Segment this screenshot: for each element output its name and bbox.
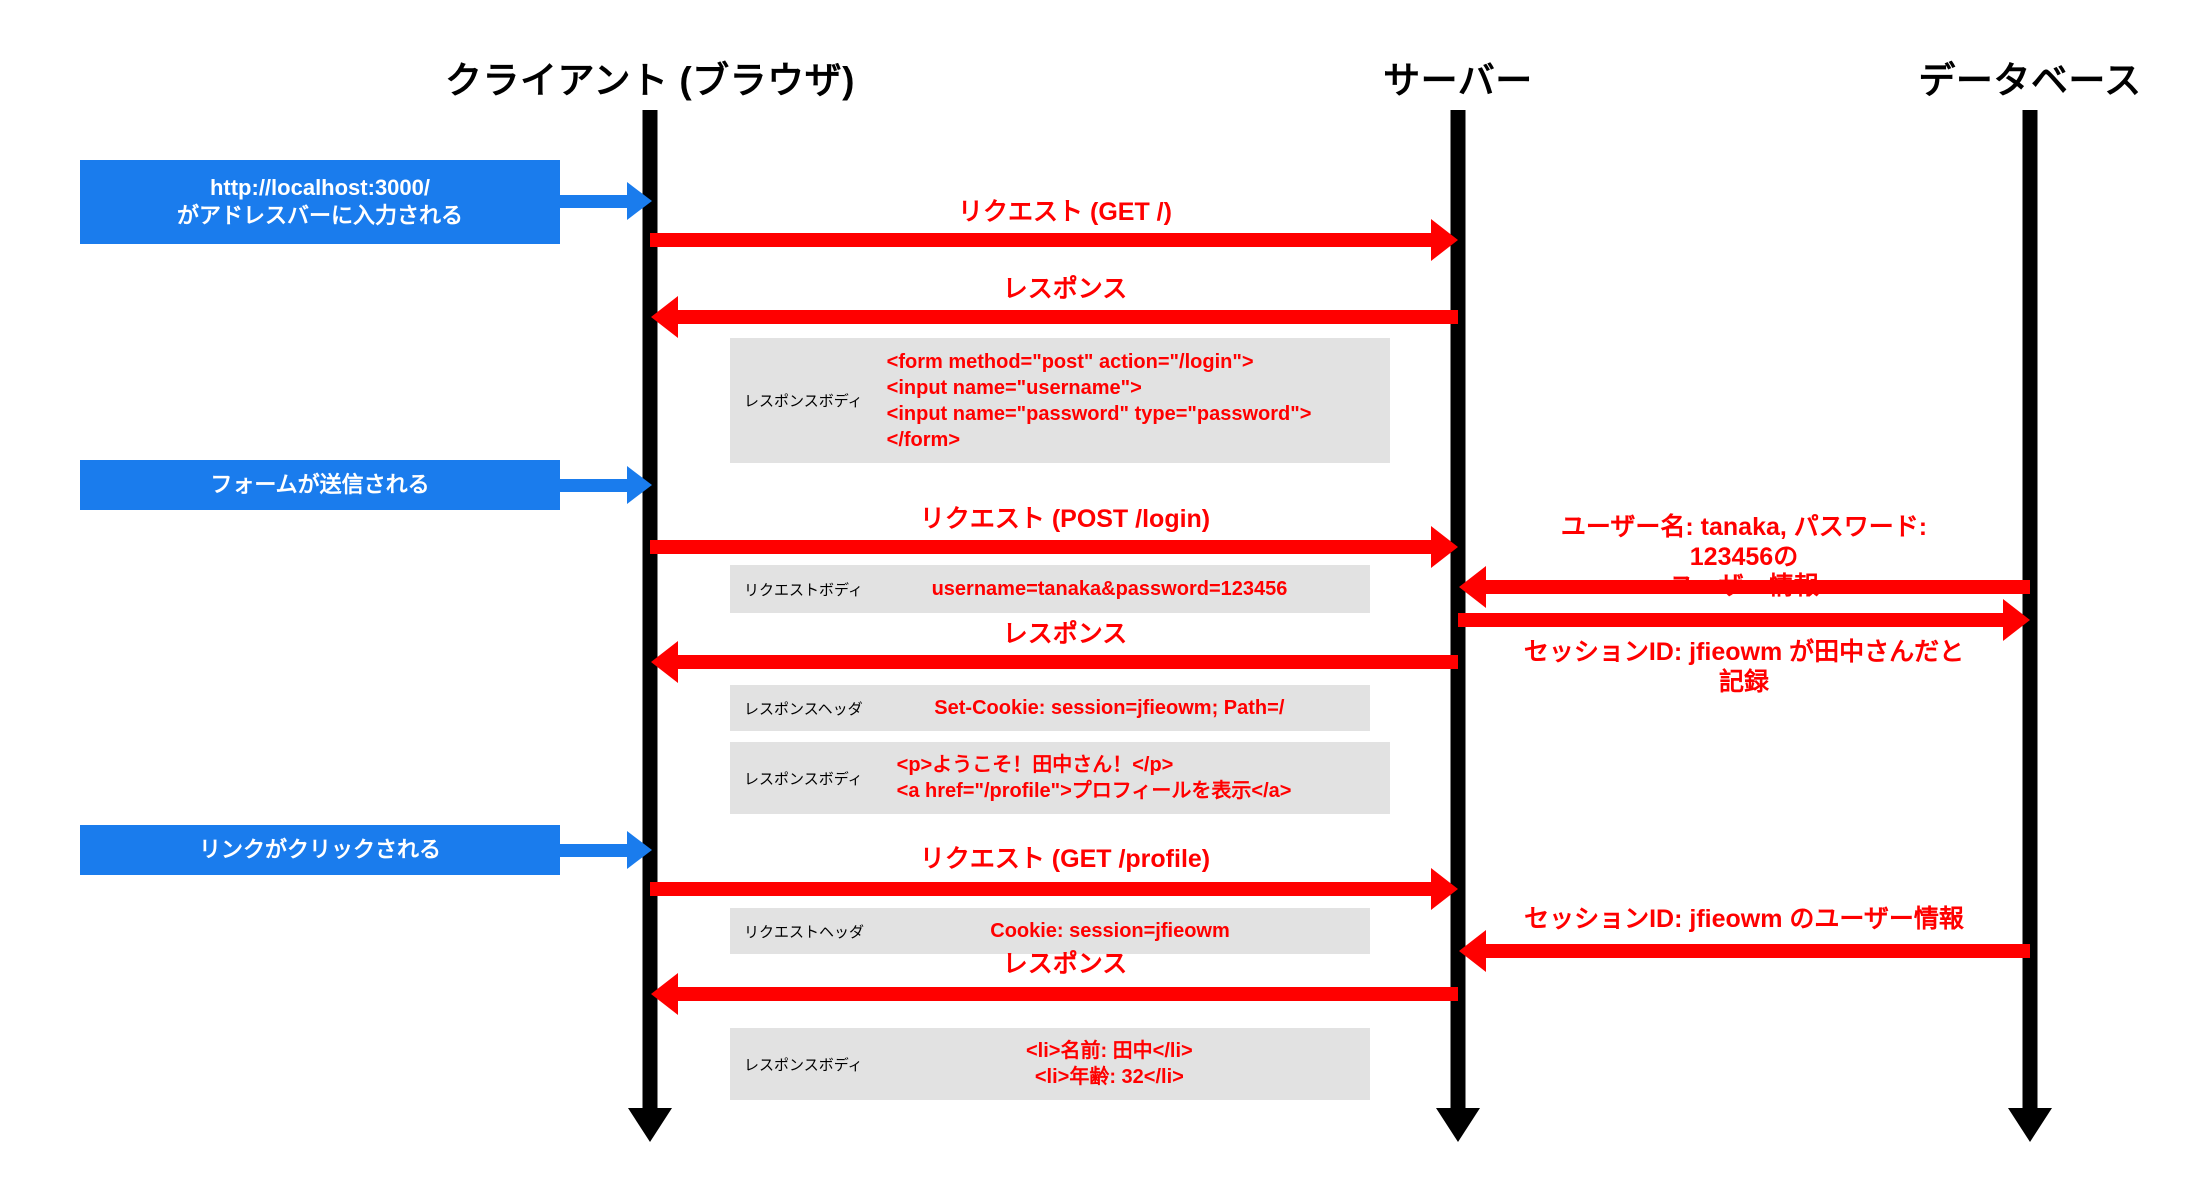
note-form-submit: フォームが送信される: [80, 460, 560, 510]
lifeline-client: [642, 110, 658, 1120]
participant-title-server: サーバー: [1383, 60, 1533, 101]
note-form-submit-arrow-shaft: [560, 479, 635, 492]
note-link-clicked-label: リンクがクリックされる: [198, 836, 441, 862]
block-request-header-cookie-code: Cookie: session=jfieowm: [990, 920, 1230, 942]
block-response-header-setcookie: レスポンスヘッダ Set-Cookie: session=jfieowm; Pa…: [730, 685, 1370, 731]
msg-db-session-save-shaft: [1458, 613, 2006, 627]
msg-response-1-label: レスポンス: [1002, 275, 1128, 303]
msg-get-root-shaft: [650, 233, 1436, 247]
block-request-body-login-tag: リクエストボディ: [744, 581, 863, 599]
block-request-header-cookie-tag: リクエストヘッダ: [744, 923, 865, 941]
msg-db-session-save-label: セッションID: jfieowm が田中さんだと記録: [1523, 638, 1965, 696]
note-url-entered: http://localhost:3000/ がアドレスバーに入力される: [80, 160, 560, 244]
note-url-entered-arrow-shaft: [560, 195, 635, 208]
msg-response-1-arrow-head: [651, 296, 678, 338]
note-url-entered-label: http://localhost:3000/ がアドレスバーに入力される: [176, 174, 463, 228]
block-request-header-cookie: リクエストヘッダ Cookie: session=jfieowm: [730, 908, 1370, 954]
block-response-body-welcome-tag: レスポンスボディ: [744, 770, 863, 788]
lifeline-database: [2022, 110, 2038, 1120]
block-response-body-form: レスポンスボディ <form method="post" action="/lo…: [730, 338, 1390, 463]
block-response-body-form-tag: レスポンスボディ: [744, 393, 863, 410]
participant-title-client: クライアント (ブラウザ): [445, 60, 855, 101]
block-response-body-form-code: <form method="post" action="/login"> <in…: [886, 350, 1312, 451]
block-response-body-welcome: レスポンスボディ <p>ようこそ！田中さん！</p> <a href="/pro…: [730, 742, 1390, 814]
note-form-submit-label: フォームが送信される: [210, 471, 430, 497]
block-request-body-login: リクエストボディ username=tanaka&password=123456: [730, 565, 1370, 613]
lifeline-end-arrow-server: [1436, 1108, 1480, 1142]
msg-post-login-label: リクエスト (POST /login): [919, 505, 1211, 533]
msg-db-session-save-arrow-head: [2003, 599, 2030, 641]
block-response-body-profile-code: <li>名前: 田中</li> <li>年齢: 32</li>: [1025, 1040, 1193, 1088]
msg-get-root-label: リクエスト (GET /): [958, 198, 1172, 226]
block-response-body-welcome-code: <p>ようこそ！田中さん！</p> <a href="/profile">プロフ…: [896, 754, 1292, 802]
block-response-body-profile: レスポンスボディ <li>名前: 田中</li> <li>年齢: 32</li>: [730, 1028, 1370, 1100]
msg-post-login-shaft: [650, 540, 1436, 554]
msg-get-root-arrow-head: [1431, 219, 1458, 261]
msg-response-2-shaft: [678, 655, 1458, 669]
note-link-clicked: リンクがクリックされる: [80, 825, 560, 875]
block-request-body-login-code: username=tanaka&password=123456: [931, 578, 1288, 600]
msg-db-userinfo-arrow-head: [1459, 566, 1486, 608]
msg-get-profile-shaft: [650, 882, 1436, 896]
msg-get-profile-label: リクエスト (GET /profile): [919, 845, 1211, 873]
note-form-submit-arrow-head: [627, 466, 652, 504]
msg-response-1-shaft: [678, 310, 1458, 324]
msg-db-session-get-shaft: [1485, 944, 2030, 958]
msg-response-3-arrow-head: [651, 973, 678, 1015]
msg-db-userinfo-label: ユーザー名: tanaka, パスワード: 123456の ユーザー情報: [1560, 513, 1928, 600]
block-response-header-setcookie-tag: レスポンスヘッダ: [744, 700, 863, 718]
msg-db-session-get-arrow-head: [1459, 930, 1486, 972]
note-link-clicked-arrow-shaft: [560, 844, 635, 857]
block-response-body-profile-tag: レスポンスボディ: [744, 1056, 863, 1074]
note-link-clicked-arrow-head: [627, 831, 652, 869]
msg-response-3-label: レスポンス: [1002, 950, 1128, 978]
msg-db-session-get-label: セッションID: jfieowm のユーザー情報: [1524, 905, 1964, 933]
note-url-entered-arrow-head: [627, 182, 652, 220]
msg-post-login-arrow-head: [1431, 526, 1458, 568]
msg-db-userinfo-shaft: [1485, 580, 2030, 594]
msg-response-2-arrow-head: [651, 641, 678, 683]
msg-response-2-label: レスポンス: [1002, 620, 1128, 648]
msg-response-3-shaft: [678, 987, 1458, 1001]
msg-get-profile-arrow-head: [1431, 868, 1458, 910]
lifeline-end-arrow-client: [628, 1108, 672, 1142]
lifeline-end-arrow-database: [2008, 1108, 2052, 1142]
block-response-header-setcookie-code: Set-Cookie: session=jfieowm; Path=/: [934, 697, 1285, 719]
participant-title-database: データベース: [1918, 60, 2142, 101]
